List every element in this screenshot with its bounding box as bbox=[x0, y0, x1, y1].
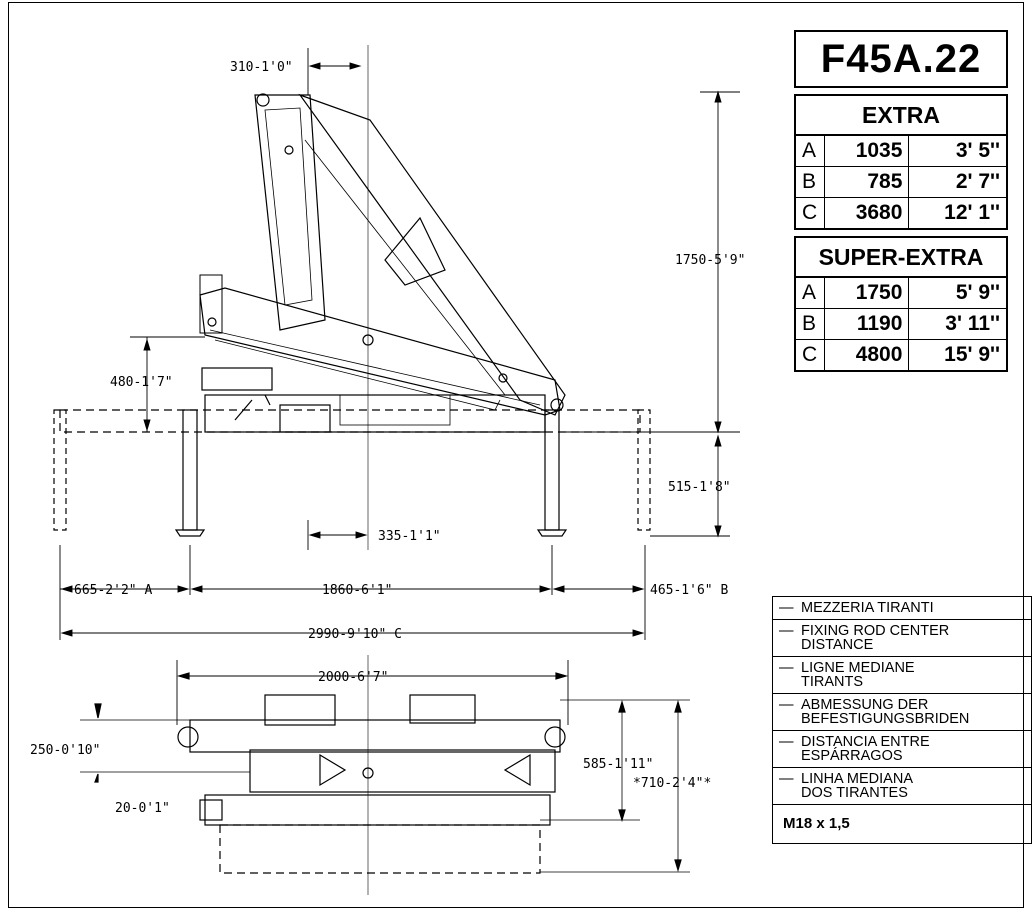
super-extra-table: SUPER-EXTRA A 1750 5' 9'' B 1190 3' 11''… bbox=[794, 236, 1008, 372]
sheet-border bbox=[8, 2, 1024, 908]
table-row: C 4800 15' 9'' bbox=[794, 339, 1008, 372]
row-mm: 1035 bbox=[823, 134, 910, 167]
row-label: B bbox=[794, 308, 825, 340]
dimension-lines-side bbox=[59, 48, 740, 640]
legend-text: FIXING ROD CENTER DISTANCE bbox=[801, 623, 950, 653]
extra-title: EXTRA bbox=[794, 94, 1008, 136]
table-row: C 3680 12' 1'' bbox=[794, 197, 1008, 230]
dim-665: 665-2'2" A bbox=[74, 583, 152, 598]
row-label: C bbox=[794, 339, 825, 372]
row-mm: 785 bbox=[823, 166, 910, 198]
table-row: A 1035 3' 5'' bbox=[794, 134, 1008, 167]
crane-side-view bbox=[53, 45, 651, 895]
row-ft: 12' 1'' bbox=[908, 197, 1008, 230]
legend-item: —LINHA MEDIANA DOS TIRANTES bbox=[773, 768, 1031, 805]
row-mm: 3680 bbox=[823, 197, 910, 230]
dim-585: 585-1'11" bbox=[583, 757, 653, 772]
row-label: A bbox=[794, 134, 825, 167]
table-row: B 785 2' 7'' bbox=[794, 166, 1008, 198]
model-title: F45A.22 bbox=[794, 30, 1008, 88]
row-ft: 5' 9'' bbox=[908, 276, 1008, 309]
legend-text: LINHA MEDIANA DOS TIRANTES bbox=[801, 771, 913, 801]
table-row: A 1750 5' 9'' bbox=[794, 276, 1008, 309]
legend-box: —MEZZERIA TIRANTI —FIXING ROD CENTER DIS… bbox=[772, 596, 1032, 844]
row-mm: 4800 bbox=[823, 339, 910, 372]
dim-1750: 1750-5'9" bbox=[675, 253, 745, 268]
row-ft: 3' 5'' bbox=[908, 134, 1008, 167]
legend-item: —ABMESSUNG DER BEFESTIGUNGSBRIDEN bbox=[773, 694, 1031, 731]
legend-text: DISTANCIA ENTRE ESPÁRRAGOS bbox=[801, 734, 930, 764]
dimension-labels: 310-1'0" 1750-5'9" 480-1'7" 515-1'8" 335… bbox=[30, 60, 745, 816]
dim-250: 250-0'10" bbox=[30, 743, 100, 758]
dim-515: 515-1'8" bbox=[668, 480, 731, 495]
row-label: A bbox=[794, 276, 825, 309]
row-label: B bbox=[794, 166, 825, 198]
legend-text: LIGNE MEDIANE TIRANTS bbox=[801, 660, 915, 690]
row-ft: 2' 7'' bbox=[908, 166, 1008, 198]
dim-480: 480-1'7" bbox=[110, 375, 173, 390]
table-row: B 1190 3' 11'' bbox=[794, 308, 1008, 340]
legend-item: —LIGNE MEDIANE TIRANTS bbox=[773, 657, 1031, 694]
dim-710: *710-2'4"* bbox=[633, 776, 711, 791]
dim-2000: 2000-6'7" bbox=[318, 670, 388, 685]
legend-text: MEZZERIA TIRANTI bbox=[801, 600, 934, 616]
row-ft: 15' 9'' bbox=[908, 339, 1008, 372]
row-ft: 3' 11'' bbox=[908, 308, 1008, 340]
legend-item: —DISTANCIA ENTRE ESPÁRRAGOS bbox=[773, 731, 1031, 768]
crane-top-view bbox=[80, 660, 690, 874]
legend-item: —MEZZERIA TIRANTI bbox=[773, 597, 1031, 620]
row-label: C bbox=[794, 197, 825, 230]
dim-20: 20-0'1" bbox=[115, 801, 170, 816]
thread-spec: M18 x 1,5 bbox=[783, 815, 850, 832]
row-mm: 1190 bbox=[823, 308, 910, 340]
dim-1860: 1860-6'1" bbox=[322, 583, 392, 598]
legend-item: —FIXING ROD CENTER DISTANCE bbox=[773, 620, 1031, 657]
extra-table: EXTRA A 1035 3' 5'' B 785 2' 7'' C 3680 … bbox=[794, 94, 1008, 230]
dim-465: 465-1'6" B bbox=[650, 583, 728, 598]
dim-310: 310-1'0" bbox=[230, 60, 293, 75]
dim-2990: 2990-9'10" C bbox=[308, 627, 402, 642]
row-mm: 1750 bbox=[823, 276, 910, 309]
dim-335: 335-1'1" bbox=[378, 529, 441, 544]
legend-text: ABMESSUNG DER BEFESTIGUNGSBRIDEN bbox=[801, 697, 970, 727]
super-extra-title: SUPER-EXTRA bbox=[794, 236, 1008, 278]
